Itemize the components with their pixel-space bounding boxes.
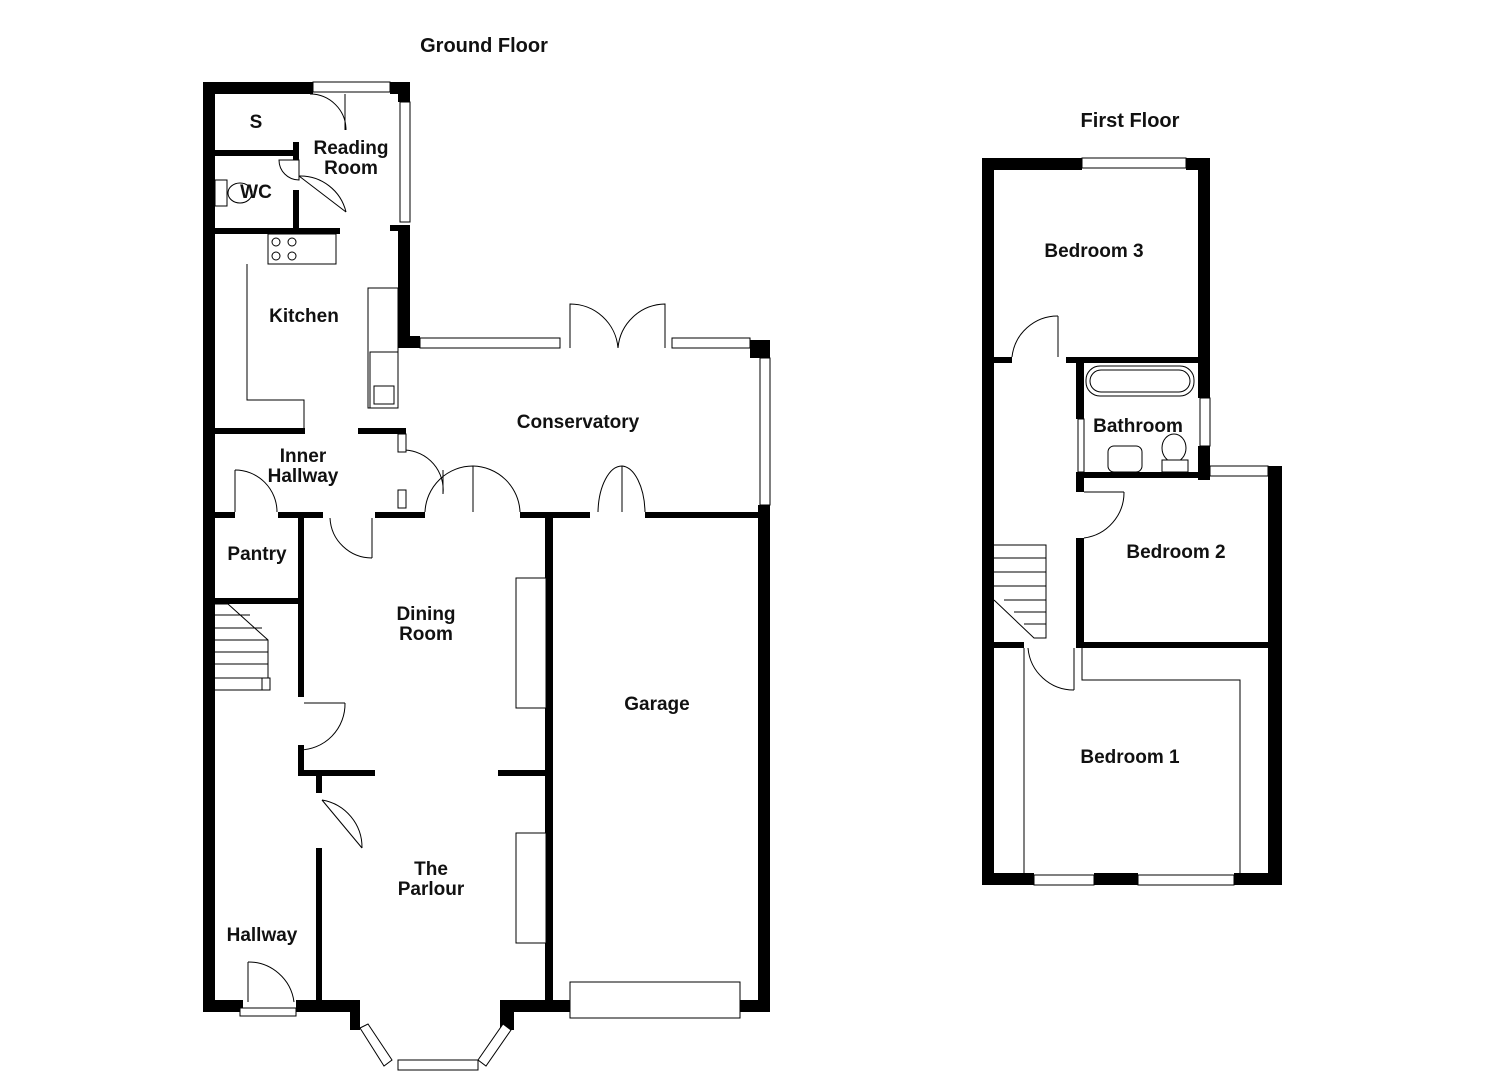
room-label-kitchen: Kitchen — [269, 306, 339, 327]
room-label-pantry: Pantry — [227, 544, 287, 565]
room-label-bedroom3: Bedroom 3 — [1044, 241, 1143, 262]
room-label-reading-room-line1: Reading — [314, 138, 389, 159]
first-floor: First Floor — [982, 110, 1282, 886]
room-label-parlour-line1: The — [414, 859, 448, 880]
basin-icon — [278, 159, 300, 181]
room-label-conservatory: Conservatory — [517, 412, 640, 433]
room-label-dining-room-line1: Dining — [396, 604, 455, 625]
room-label-bedroom2: Bedroom 2 — [1126, 542, 1225, 563]
room-label-garage: Garage — [624, 694, 689, 715]
room-label-bedroom1: Bedroom 1 — [1080, 747, 1180, 768]
ground-floor-windows — [239, 81, 771, 1071]
room-label-store: S — [250, 112, 263, 133]
toilet-icon — [227, 182, 253, 204]
first-floor-labels: Bedroom 3 Bathroom Bedroom 2 Bedroom 1 — [1044, 241, 1225, 768]
first-floor-windows — [1033, 157, 1269, 886]
room-label-dining-room-line2: Room — [399, 624, 453, 645]
first-floor-doors — [1011, 315, 1125, 691]
room-label-parlour-line2: Parlour — [398, 879, 465, 900]
first-floor-walls — [982, 158, 1282, 885]
ground-floor-fixtures — [214, 159, 547, 944]
room-label-reading-room-line2: Room — [324, 158, 378, 179]
room-label-inner-hallway-line2: Hallway — [268, 466, 339, 487]
ground-floor-title: Ground Floor — [420, 35, 548, 57]
basin-icon — [1107, 445, 1143, 473]
ground-floor-walls — [203, 82, 770, 1030]
room-label-hallway: Hallway — [227, 925, 298, 946]
sink-icon — [369, 351, 399, 409]
room-label-bathroom: Bathroom — [1093, 416, 1183, 437]
staircase-icon — [993, 544, 1047, 639]
ground-floor-internal-walls — [215, 142, 763, 1008]
toilet-icon — [1161, 433, 1187, 463]
bath-icon — [1085, 365, 1195, 397]
first-floor-internal-walls — [994, 357, 1276, 648]
staircase-icon — [215, 603, 271, 691]
ground-floor-doors — [234, 93, 666, 1003]
first-floor-fixtures — [993, 365, 1241, 873]
first-floor-title: First Floor — [1081, 110, 1180, 132]
room-label-wc: WC — [240, 182, 272, 203]
ground-floor: Ground Floor — [203, 35, 771, 1071]
room-label-inner-hallway-line1: Inner — [280, 446, 327, 467]
ground-floor-labels: S Reading Room WC Kitchen Conservatory I… — [227, 112, 690, 946]
